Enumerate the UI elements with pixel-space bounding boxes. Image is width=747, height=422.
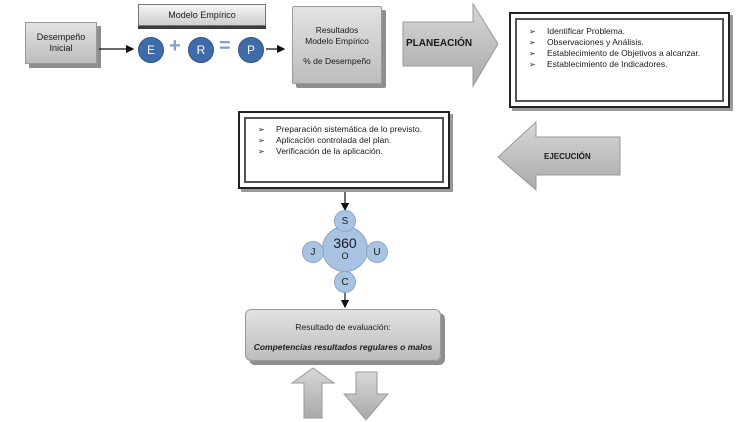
ejecucion-item: Verificación de la aplicación. xyxy=(254,146,434,157)
initial-performance-label: Desempeño Inicial xyxy=(36,32,86,53)
initial-performance-box: Desempeño Inicial xyxy=(25,22,97,64)
planeacion-item: Identificar Problema. xyxy=(525,26,714,37)
planeacion-item: Establecimiento de Indicadores. xyxy=(525,59,714,70)
down-arrow-shape xyxy=(342,371,390,421)
cycle-node-left: J xyxy=(302,241,324,263)
cycle-node-right: U xyxy=(366,241,388,263)
model-title: Modelo Empírico xyxy=(168,10,236,20)
planeacion-label: PLANEACIÓN xyxy=(406,38,473,49)
results-line-3: % de Desempeño xyxy=(303,56,371,66)
cycle-node-bottom: C xyxy=(334,271,356,293)
up-arrow-shape xyxy=(290,367,336,419)
results-box: Resultados Modelo Empírico % de Desempeñ… xyxy=(292,6,382,84)
plus-operator: + xyxy=(169,35,181,57)
circle-p: P xyxy=(238,37,264,63)
cycle-center-bottom: O xyxy=(341,251,349,261)
equals-operator: = xyxy=(219,35,231,57)
ejecucion-item: Preparación sistemática de lo previsto. xyxy=(254,124,434,135)
evaluation-result-subtitle: Competencias resultados regulares o malo… xyxy=(253,342,433,352)
ejecucion-label: EJECUCIÓN xyxy=(544,152,591,161)
planeacion-item: Observaciones y Análisis. xyxy=(525,37,714,48)
cycle-center: 360 O xyxy=(322,226,368,272)
evaluation-result-title: Resultado de evaluación: xyxy=(295,322,391,332)
cycle-center-top: 360 xyxy=(333,235,357,251)
planeacion-box: Identificar Problema. Observaciones y An… xyxy=(509,12,730,108)
ejecucion-item: Aplicación controlada del plan. xyxy=(254,135,434,146)
evaluation-result-box: Resultado de evaluación: Competencias re… xyxy=(245,309,441,361)
circle-r: R xyxy=(188,37,214,63)
ejecucion-box: Preparación sistemática de lo previsto. … xyxy=(238,111,450,189)
results-line-2: Modelo Empírico xyxy=(305,36,369,46)
ejecucion-arrow-shape xyxy=(497,120,621,192)
cycle-node-top: S xyxy=(334,210,356,232)
planeacion-item: Establecimiento de Objetivos a alcanzar. xyxy=(525,48,714,59)
circle-e: E xyxy=(138,37,164,63)
planeacion-arrow-shape xyxy=(402,2,499,88)
model-header: Modelo Empírico xyxy=(138,4,266,26)
results-line-1: Resultados xyxy=(315,25,359,35)
